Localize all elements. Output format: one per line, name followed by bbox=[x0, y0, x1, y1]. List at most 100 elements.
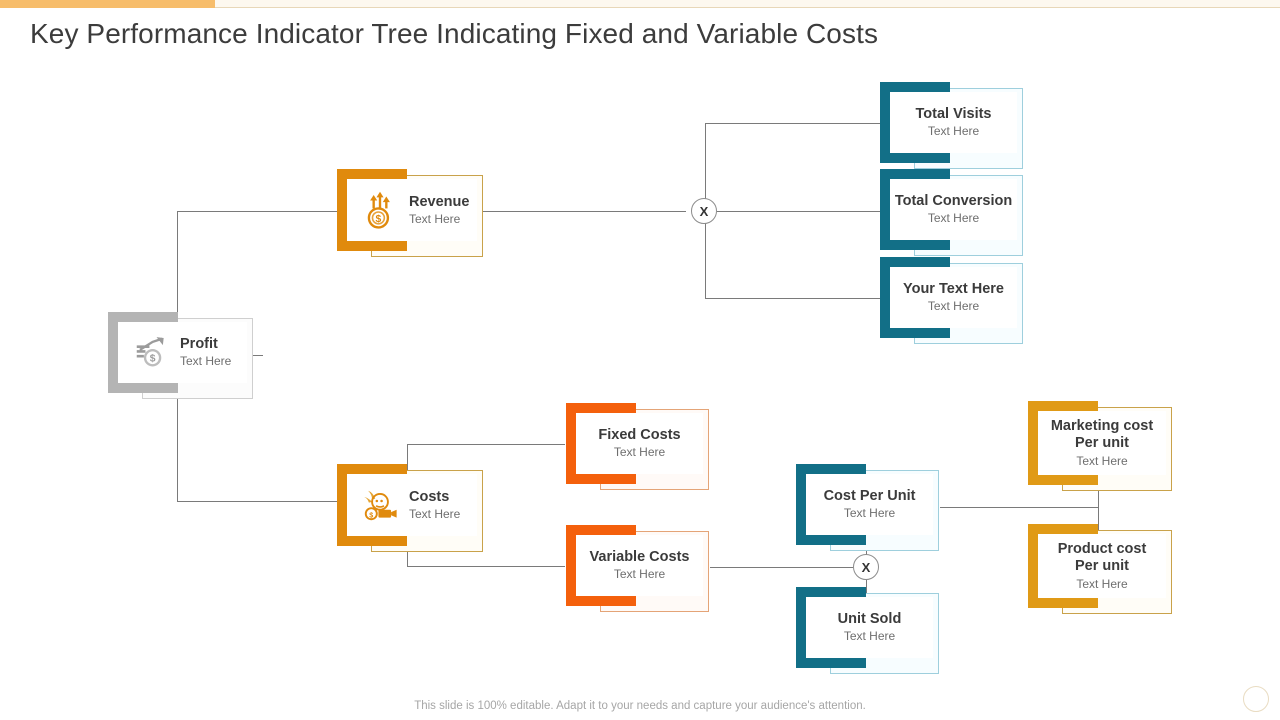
node-unit-sold-title: Unit Sold bbox=[837, 611, 902, 628]
node-variable-costs-panel: Variable Costs Text Here bbox=[576, 535, 703, 596]
connector-operator-to-conversion bbox=[717, 211, 882, 212]
node-profit-text: Profit Text Here bbox=[180, 336, 231, 368]
node-revenue-panel: $ Revenue Text Here bbox=[347, 179, 477, 241]
node-revenue-text: Revenue Text Here bbox=[409, 194, 469, 226]
node-fixed-costs-title: Fixed Costs bbox=[598, 427, 681, 444]
svg-text:$: $ bbox=[369, 511, 373, 519]
node-cost-per-unit-bracket bbox=[796, 464, 866, 545]
node-costs[interactable]: $ Costs Text Here bbox=[337, 464, 483, 552]
node-marketing-cost-per-unit[interactable]: Marketing cost Per unit Text Here bbox=[1028, 401, 1172, 491]
node-unit-sold-bracket bbox=[796, 587, 866, 668]
node-cost-per-unit-subtitle: Text Here bbox=[843, 506, 896, 521]
node-fixed-costs[interactable]: Fixed Costs Text Here bbox=[566, 403, 709, 490]
node-revenue-bracket bbox=[337, 169, 407, 251]
node-total-conversion-text: Total Conversion Text Here bbox=[895, 193, 1012, 225]
corner-decoration-circle bbox=[1243, 686, 1269, 712]
node-product-cost-panel: Product cost Per unit Text Here bbox=[1038, 534, 1166, 598]
node-revenue-subtitle: Text Here bbox=[409, 211, 461, 226]
node-total-conversion-subtitle: Text Here bbox=[927, 211, 980, 226]
node-total-visits-panel: Total Visits Text Here bbox=[890, 92, 1017, 153]
svg-text:$: $ bbox=[150, 353, 156, 364]
node-total-visits[interactable]: Total Visits Text Here bbox=[880, 82, 1023, 169]
node-your-text-here-title: Your Text Here bbox=[903, 281, 1004, 298]
node-costs-panel: $ Costs Text Here bbox=[347, 474, 477, 536]
node-product-cost-text: Product cost Per unit Text Here bbox=[1058, 541, 1147, 590]
node-unit-sold-text: Unit Sold Text Here bbox=[838, 611, 902, 643]
connector-per-unit-branch-vertical bbox=[1098, 446, 1099, 570]
node-fixed-costs-subtitle: Text Here bbox=[613, 445, 666, 460]
node-total-visits-text: Total Visits Text Here bbox=[915, 106, 991, 138]
node-product-cost-subtitle: Text Here bbox=[1076, 576, 1128, 591]
node-marketing-cost-subtitle: Text Here bbox=[1076, 453, 1128, 468]
node-revenue-title: Revenue bbox=[409, 193, 470, 210]
node-fixed-costs-panel: Fixed Costs Text Here bbox=[576, 413, 703, 474]
node-total-conversion-bracket bbox=[880, 169, 950, 250]
node-revenue[interactable]: $ Revenue Text Here bbox=[337, 169, 483, 257]
node-your-text-here-text: Your Text Here Text Here bbox=[903, 281, 1004, 313]
node-marketing-cost-text: Marketing cost Per unit Text Here bbox=[1051, 418, 1153, 467]
node-costs-subtitle: Text Here bbox=[409, 506, 461, 521]
node-variable-costs-bracket bbox=[566, 525, 636, 606]
node-unit-sold[interactable]: Unit Sold Text Here bbox=[796, 587, 939, 674]
connector-variable-to-operator bbox=[710, 567, 853, 568]
node-variable-costs[interactable]: Variable Costs Text Here bbox=[566, 525, 709, 612]
node-cost-per-unit-title: Cost Per Unit bbox=[823, 488, 916, 505]
node-product-cost-title-line2: Per unit bbox=[1075, 558, 1129, 575]
top-accent-bar-secondary bbox=[215, 0, 1280, 8]
node-your-text-here-bracket bbox=[880, 257, 950, 338]
node-variable-costs-subtitle: Text Here bbox=[613, 567, 666, 582]
node-variable-costs-title: Variable Costs bbox=[589, 549, 690, 566]
node-your-text-here[interactable]: Your Text Here Text Here bbox=[880, 257, 1023, 344]
connector-trunk-to-revenue bbox=[177, 211, 337, 212]
node-fixed-costs-text: Fixed Costs Text Here bbox=[598, 427, 680, 459]
node-profit-panel: $ Profit Text Here bbox=[118, 322, 247, 383]
node-profit-subtitle: Text Here bbox=[180, 354, 232, 369]
node-costs-text: Costs Text Here bbox=[409, 489, 460, 521]
node-cost-per-unit[interactable]: Cost Per Unit Text Here bbox=[796, 464, 939, 551]
revenue-arrows-coin-icon: $ bbox=[367, 191, 390, 229]
profit-growth-coin-icon: $ bbox=[136, 336, 164, 366]
connector-profit-trunk bbox=[253, 355, 263, 356]
connector-branch-to-total-visits bbox=[705, 123, 882, 124]
node-total-conversion-panel: Total Conversion Text Here bbox=[890, 179, 1017, 240]
connector-revenue-to-operator bbox=[483, 211, 686, 212]
connector-cost-per-unit-to-branch bbox=[940, 507, 1098, 508]
node-total-visits-title: Total Visits bbox=[915, 106, 992, 123]
connector-costs-to-variable bbox=[407, 566, 565, 567]
node-marketing-cost-title-line2: Per unit bbox=[1075, 435, 1129, 452]
operator-multiply-costs[interactable]: X bbox=[853, 554, 879, 580]
operator-multiply-revenue[interactable]: X bbox=[691, 198, 717, 224]
node-profit[interactable]: $ Profit Text Here bbox=[108, 312, 253, 399]
node-cost-per-unit-text: Cost Per Unit Text Here bbox=[824, 488, 916, 520]
node-fixed-costs-bracket bbox=[566, 403, 636, 484]
node-product-cost-title-line1: Product cost bbox=[1057, 541, 1147, 558]
node-total-visits-bracket bbox=[880, 82, 950, 163]
node-marketing-cost-panel: Marketing cost Per unit Text Here bbox=[1038, 411, 1166, 475]
node-profit-bracket bbox=[108, 312, 178, 393]
connector-costs-to-fixed bbox=[407, 444, 565, 445]
node-total-conversion-title: Total Conversion bbox=[894, 193, 1013, 210]
node-your-text-here-panel: Your Text Here Text Here bbox=[890, 267, 1017, 328]
node-marketing-cost-bracket bbox=[1028, 401, 1098, 485]
node-total-visits-subtitle: Text Here bbox=[927, 124, 980, 139]
svg-text:$: $ bbox=[376, 214, 382, 225]
node-marketing-cost-title-line1: Marketing cost bbox=[1050, 418, 1154, 435]
node-cost-per-unit-panel: Cost Per Unit Text Here bbox=[806, 474, 933, 535]
node-product-cost-bracket bbox=[1028, 524, 1098, 608]
node-unit-sold-panel: Unit Sold Text Here bbox=[806, 597, 933, 658]
footer-note: This slide is 100% editable. Adapt it to… bbox=[414, 700, 866, 712]
connector-trunk-to-costs bbox=[177, 501, 337, 502]
node-unit-sold-subtitle: Text Here bbox=[843, 629, 896, 644]
node-costs-bracket bbox=[337, 464, 407, 546]
page-title: Key Performance Indicator Tree Indicatin… bbox=[30, 18, 879, 49]
costs-money-bag-icon: $ bbox=[364, 490, 397, 521]
node-product-cost-per-unit[interactable]: Product cost Per unit Text Here bbox=[1028, 524, 1172, 614]
node-total-conversion[interactable]: Total Conversion Text Here bbox=[880, 169, 1023, 256]
connector-branch-to-your-text bbox=[705, 298, 882, 299]
node-your-text-here-subtitle: Text Here bbox=[927, 299, 980, 314]
node-profit-title: Profit bbox=[180, 336, 218, 353]
node-costs-title: Costs bbox=[409, 488, 450, 505]
connector-operator-to-unit-sold bbox=[866, 580, 867, 596]
node-variable-costs-text: Variable Costs Text Here bbox=[590, 549, 690, 581]
